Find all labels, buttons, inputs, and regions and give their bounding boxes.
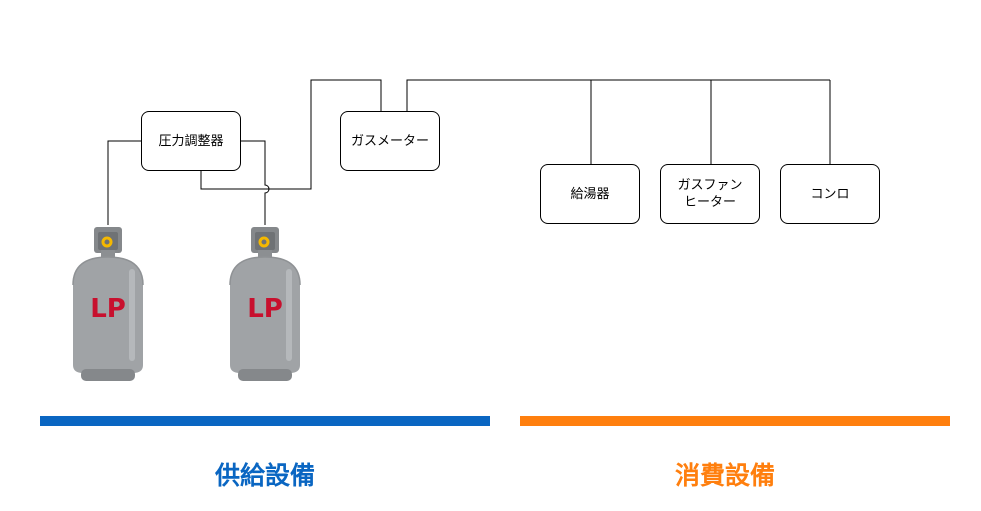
node-gas-meter: ガスメーター <box>340 111 440 171</box>
cylinder-body <box>73 257 143 373</box>
supply-section-label: 供給設備 <box>214 461 315 490</box>
pipe-meter-distribution <box>406 79 830 111</box>
valve-icon <box>101 236 113 248</box>
node-gas-fan-heater: ガスファン ヒーター <box>660 164 760 224</box>
consumption-section-label: 消費設備 <box>674 461 775 490</box>
node-pressure-regulator: 圧力調整器 <box>141 111 241 171</box>
cylinder-label: LP <box>247 294 283 324</box>
lp-cylinder-1: LP <box>72 227 144 381</box>
pipe-regulator-cylinder2 <box>240 140 270 225</box>
consumption-section-bar <box>520 416 950 426</box>
lp-cylinder-2: LP <box>229 227 301 381</box>
cylinder-body <box>230 257 300 373</box>
cylinder-foot-ring <box>81 369 135 381</box>
supply-section-bar <box>40 416 490 426</box>
pipe-lines <box>107 79 831 225</box>
cylinder-foot-ring <box>238 369 292 381</box>
node-water-heater: 給湯器 <box>540 164 640 224</box>
valve-icon <box>258 236 270 248</box>
pipe-cylinder1-regulator <box>107 140 141 225</box>
node-stove: コンロ <box>780 164 880 224</box>
cylinder-label: LP <box>90 294 126 324</box>
pipe-regulator-meter <box>200 79 382 190</box>
